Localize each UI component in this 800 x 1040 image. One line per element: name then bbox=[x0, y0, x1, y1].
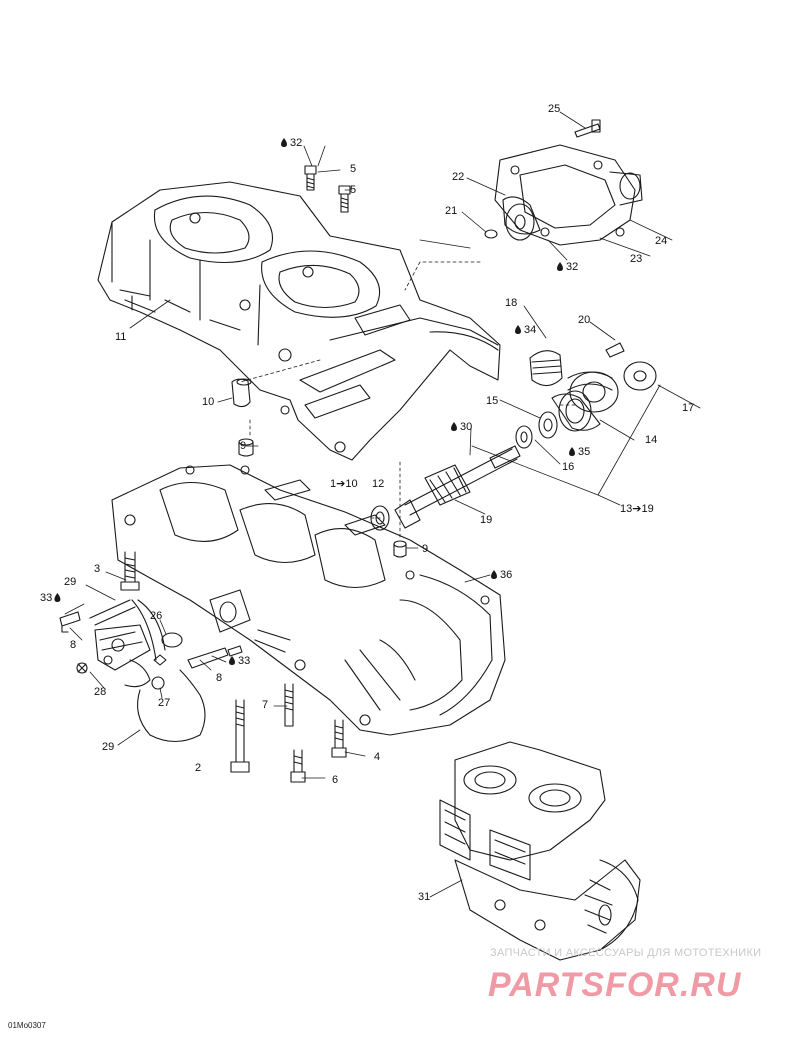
callout-c21: 21 bbox=[445, 205, 457, 217]
callout-c1to10: 1➔10 bbox=[330, 478, 358, 490]
callout-c9a: 9 bbox=[240, 440, 246, 452]
assembly-lines bbox=[239, 261, 576, 539]
callout-c9b: 9 bbox=[422, 543, 428, 555]
callout-c34: 34 bbox=[524, 324, 536, 336]
callout-c17: 17 bbox=[682, 402, 694, 414]
watermark-brand: PARTSFOR.RU bbox=[488, 966, 742, 1004]
oil-drop-icon bbox=[281, 138, 287, 147]
leader-lines bbox=[64, 111, 701, 898]
callout-c30: 30 bbox=[460, 421, 472, 433]
oil-drop-icon bbox=[451, 422, 457, 431]
callout-c24: 24 bbox=[655, 235, 667, 247]
callout-c29b: 29 bbox=[102, 741, 114, 753]
bolt-4 bbox=[331, 719, 347, 758]
callout-c11: 11 bbox=[115, 331, 126, 343]
callout-c8b: 8 bbox=[216, 672, 222, 684]
rave-valve-parts bbox=[59, 599, 243, 743]
callout-c2: 2 bbox=[195, 762, 201, 774]
screw-5-a bbox=[304, 165, 317, 191]
oil-drop-icon bbox=[54, 593, 61, 602]
callout-c22: 22 bbox=[452, 171, 464, 183]
callout-c33a: 33 bbox=[40, 592, 52, 604]
watermark-tagline: ЗАПЧАСТИ И АКСЕССУАРЫ ДЛЯ МОТОТЕХНИКИ bbox=[490, 947, 761, 959]
callout-c18: 18 bbox=[505, 297, 517, 309]
callout-c13to19: 13➔19 bbox=[620, 503, 654, 515]
oil-drop-icon bbox=[515, 325, 521, 334]
callout-c28: 28 bbox=[94, 686, 106, 698]
watermark: ЗАПЧАСТИ И АКСЕССУАРЫ ДЛЯ МОТОТЕХНИКИ PA… bbox=[488, 947, 761, 1004]
callout-c33b: 33 bbox=[238, 655, 250, 667]
callout-c31: 31 bbox=[418, 891, 430, 903]
callout-c15: 15 bbox=[486, 395, 498, 407]
callout-c12: 12 bbox=[372, 478, 384, 490]
callout-c5b: 5 bbox=[350, 184, 356, 196]
engine-assembly-thumbnail bbox=[439, 741, 641, 961]
oil-drop-icon bbox=[491, 570, 497, 579]
figure-code: 01Mo0307 bbox=[8, 1021, 46, 1030]
callout-c4: 4 bbox=[374, 751, 380, 763]
callout-c26: 26 bbox=[150, 610, 162, 622]
callout-c27: 27 bbox=[158, 697, 170, 709]
callout-c36: 36 bbox=[500, 569, 512, 581]
callout-c32a: 32 bbox=[290, 137, 302, 149]
callout-c32b: 32 bbox=[566, 261, 578, 273]
callout-c20: 20 bbox=[578, 314, 590, 326]
callout-c16: 16 bbox=[562, 461, 574, 473]
callout-c7: 7 bbox=[262, 699, 268, 711]
callout-c25: 25 bbox=[548, 103, 560, 115]
oil-drop-icon bbox=[569, 447, 575, 456]
callout-c35: 35 bbox=[578, 446, 590, 458]
drive-shaft-assembly bbox=[370, 342, 657, 531]
lower-crankcase bbox=[111, 464, 506, 736]
bolt-2 bbox=[230, 699, 250, 773]
callout-c14: 14 bbox=[645, 434, 657, 446]
callout-c5a: 5 bbox=[350, 163, 356, 175]
callout-c3: 3 bbox=[94, 563, 100, 575]
callout-c23: 23 bbox=[630, 253, 642, 265]
callout-c6: 6 bbox=[332, 774, 338, 786]
callout-c10: 10 bbox=[202, 396, 214, 408]
callout-c19: 19 bbox=[480, 514, 492, 526]
upper-crankcase bbox=[97, 181, 501, 461]
bolt-3 bbox=[120, 551, 140, 591]
bolt-6 bbox=[290, 749, 306, 783]
callout-c29a: 29 bbox=[64, 576, 76, 588]
oil-drop-icon bbox=[557, 262, 563, 271]
water-pump-housing bbox=[484, 119, 643, 246]
bolt-7 bbox=[284, 683, 294, 727]
dowel-pin-9-b bbox=[393, 540, 407, 548]
callout-c8a: 8 bbox=[70, 639, 76, 651]
oil-drop-icon bbox=[229, 656, 235, 665]
